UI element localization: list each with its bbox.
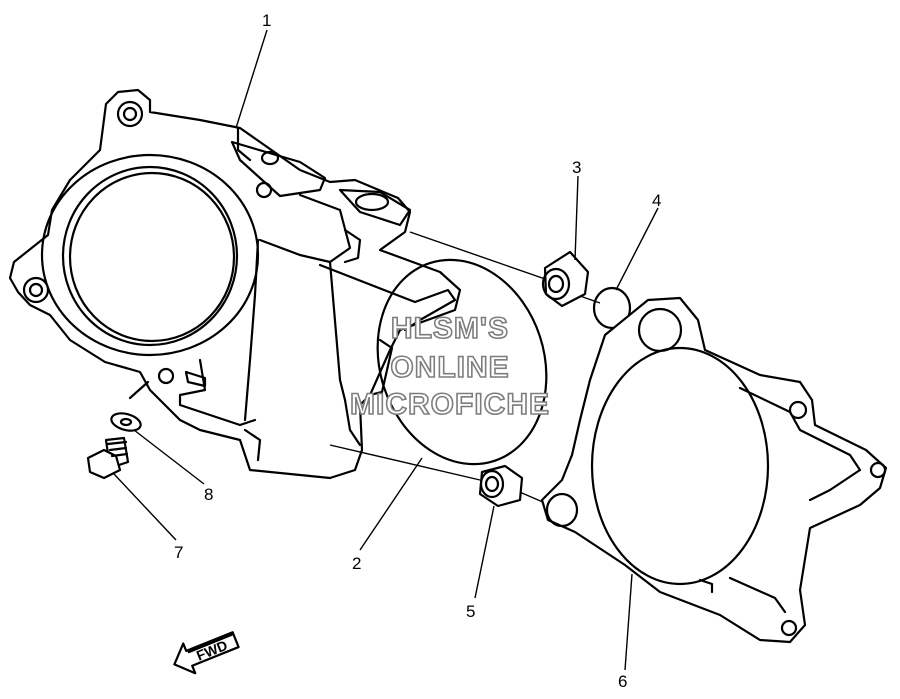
o-ring	[376, 258, 548, 466]
callout-1: 1	[262, 11, 271, 30]
watermark-line-2: ONLINE	[390, 351, 509, 384]
watermark-line-1: HLSM'S	[391, 312, 509, 345]
callout-8: 8	[204, 485, 213, 504]
watermark-line-3: MICROFICHE	[350, 388, 550, 421]
watermark: HLSM'S ONLINE MICROFICHE	[349, 311, 550, 422]
dowel-pin-upper	[541, 250, 590, 308]
leader-lines	[113, 29, 659, 671]
washer	[110, 412, 142, 432]
callout-7: 7	[174, 543, 183, 562]
fwd-arrow-icon: FWD	[173, 631, 240, 675]
cylinder-gasket	[540, 296, 888, 644]
callout-4: 4	[652, 191, 661, 210]
callout-6: 6	[618, 672, 627, 691]
cylinder-block	[8, 88, 462, 480]
bolt	[86, 436, 130, 480]
callout-2: 2	[352, 554, 361, 573]
dowel-pin-lower	[478, 464, 524, 508]
callout-5: 5	[466, 602, 475, 621]
fwd-label: FWD	[194, 637, 230, 664]
callout-3: 3	[572, 158, 581, 177]
